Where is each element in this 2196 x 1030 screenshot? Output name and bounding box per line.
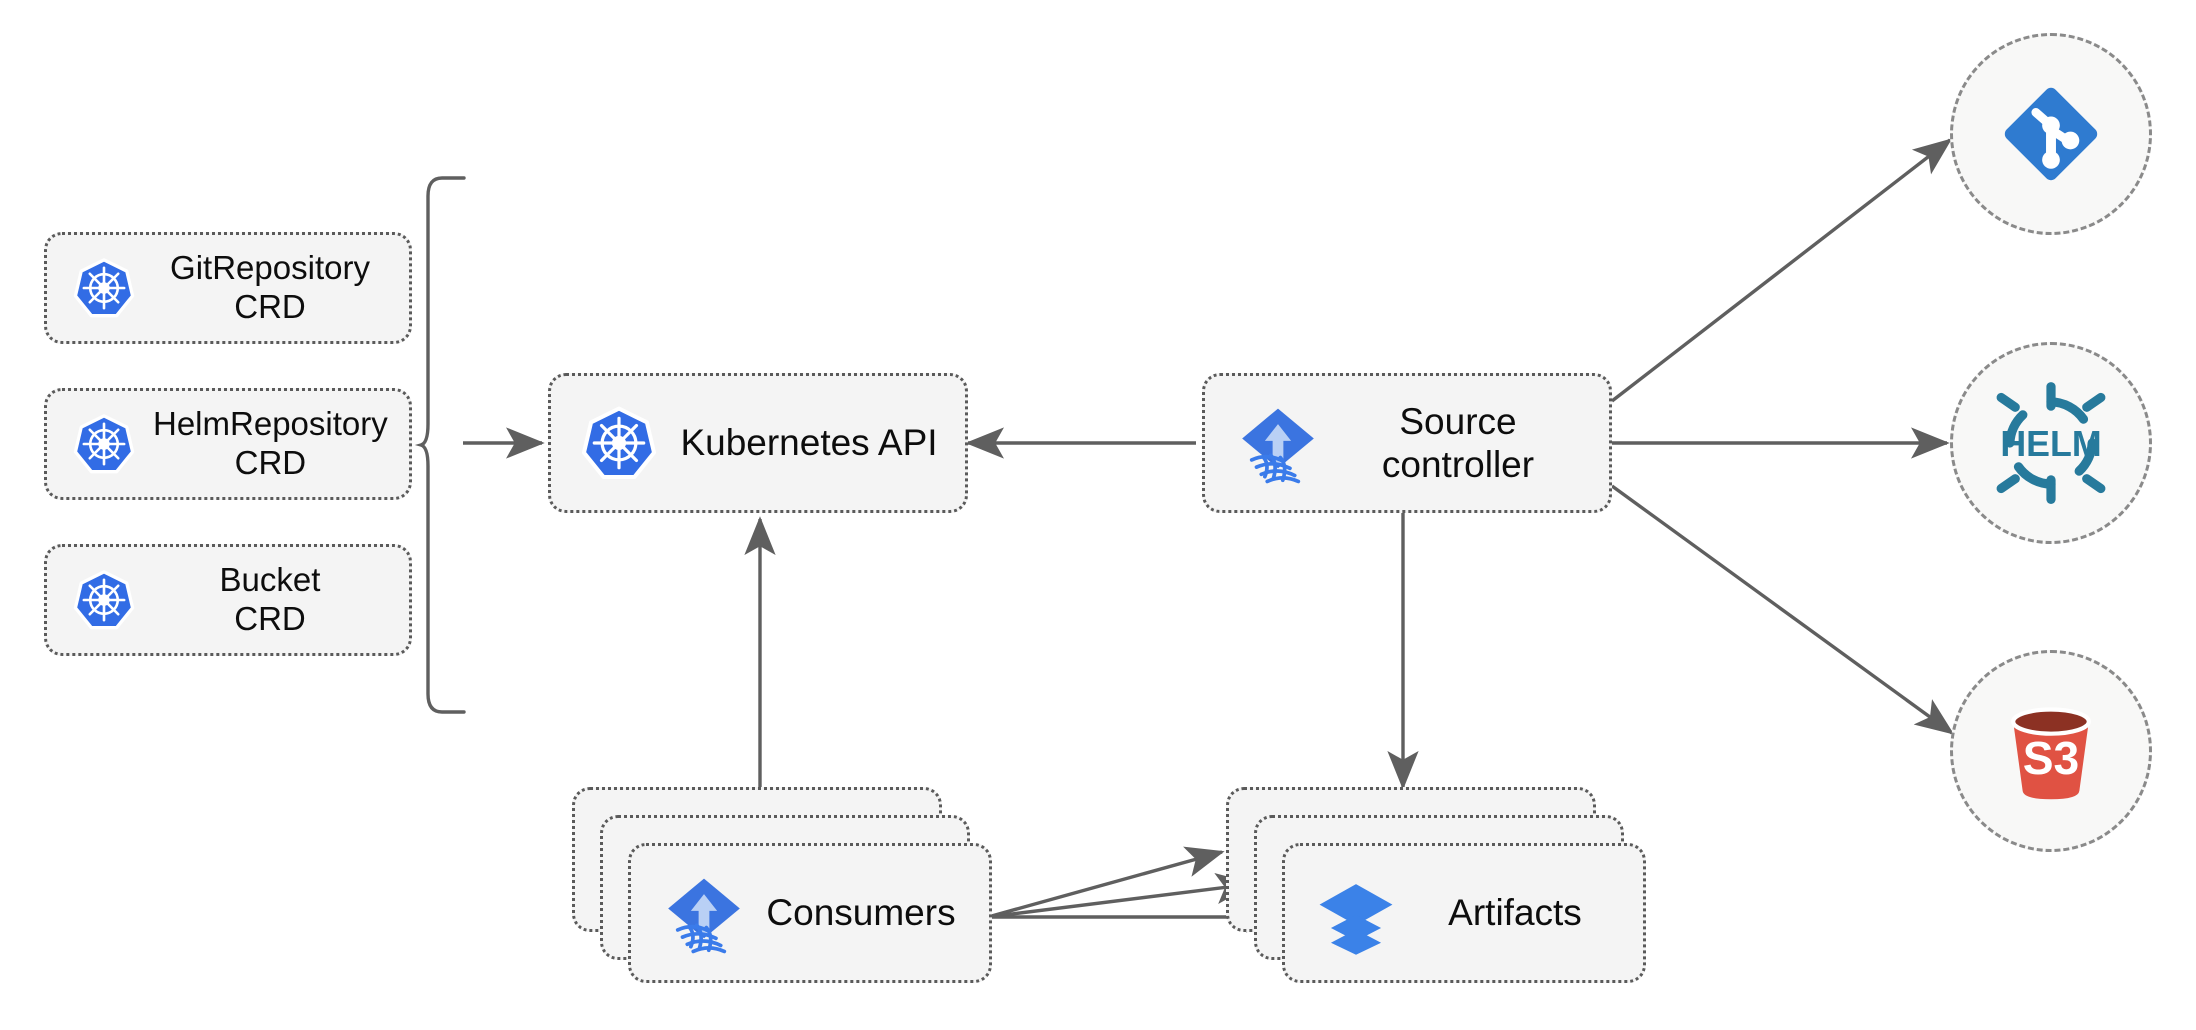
source-controller-node[interactable]: Source controller [1202, 373, 1612, 513]
helm-icon: HELM [1986, 378, 2116, 508]
bucket-crd-label: Bucket CRD [219, 561, 321, 637]
helmrepository-crd-node[interactable]: HelmRepository CRD [44, 388, 412, 500]
kubernetes-api-node[interactable]: Kubernetes API [548, 373, 968, 513]
artifacts-label: Artifacts [1448, 892, 1582, 934]
gitrepository-crd-label: GitRepository CRD [170, 249, 370, 325]
layers-icon [1315, 875, 1393, 955]
s3-endpoint-label: S3 [2023, 732, 2080, 784]
flux-icon [661, 875, 740, 954]
flux-icon [1235, 405, 1314, 484]
helm-endpoint-label: HELM [2000, 424, 2101, 464]
crd-group-brace [414, 176, 466, 714]
s3-endpoint-node[interactable]: S3 [1950, 650, 2152, 852]
source-controller-label: Source controller [1381, 400, 1535, 485]
consumers-label: Consumers [766, 892, 956, 934]
s3-icon: S3 [1988, 688, 2114, 814]
edge-source-to-s3 [1611, 484, 1955, 735]
edge-consumers-to-artifacts-1 [987, 846, 1225, 919]
artifacts-node[interactable]: Artifacts [1282, 843, 1646, 983]
edge-source-to-git [1610, 138, 1953, 403]
kubernetes-icon [73, 257, 135, 319]
helm-endpoint-node[interactable]: HELM [1950, 342, 2152, 544]
gitrepository-crd-node[interactable]: GitRepository CRD [44, 232, 412, 344]
git-icon [1997, 80, 2105, 188]
kubernetes-icon [581, 405, 657, 481]
kubernetes-icon [73, 569, 135, 631]
kubernetes-icon [73, 413, 135, 475]
consumers-node[interactable]: Consumers [628, 843, 992, 983]
git-endpoint-node[interactable] [1950, 33, 2152, 235]
bucket-crd-node[interactable]: Bucket CRD [44, 544, 412, 656]
edge-consumers-to-artifacts-2 [987, 872, 1255, 919]
kubernetes-api-label: Kubernetes API [680, 422, 938, 464]
helmrepository-crd-label: HelmRepository CRD [153, 405, 388, 481]
